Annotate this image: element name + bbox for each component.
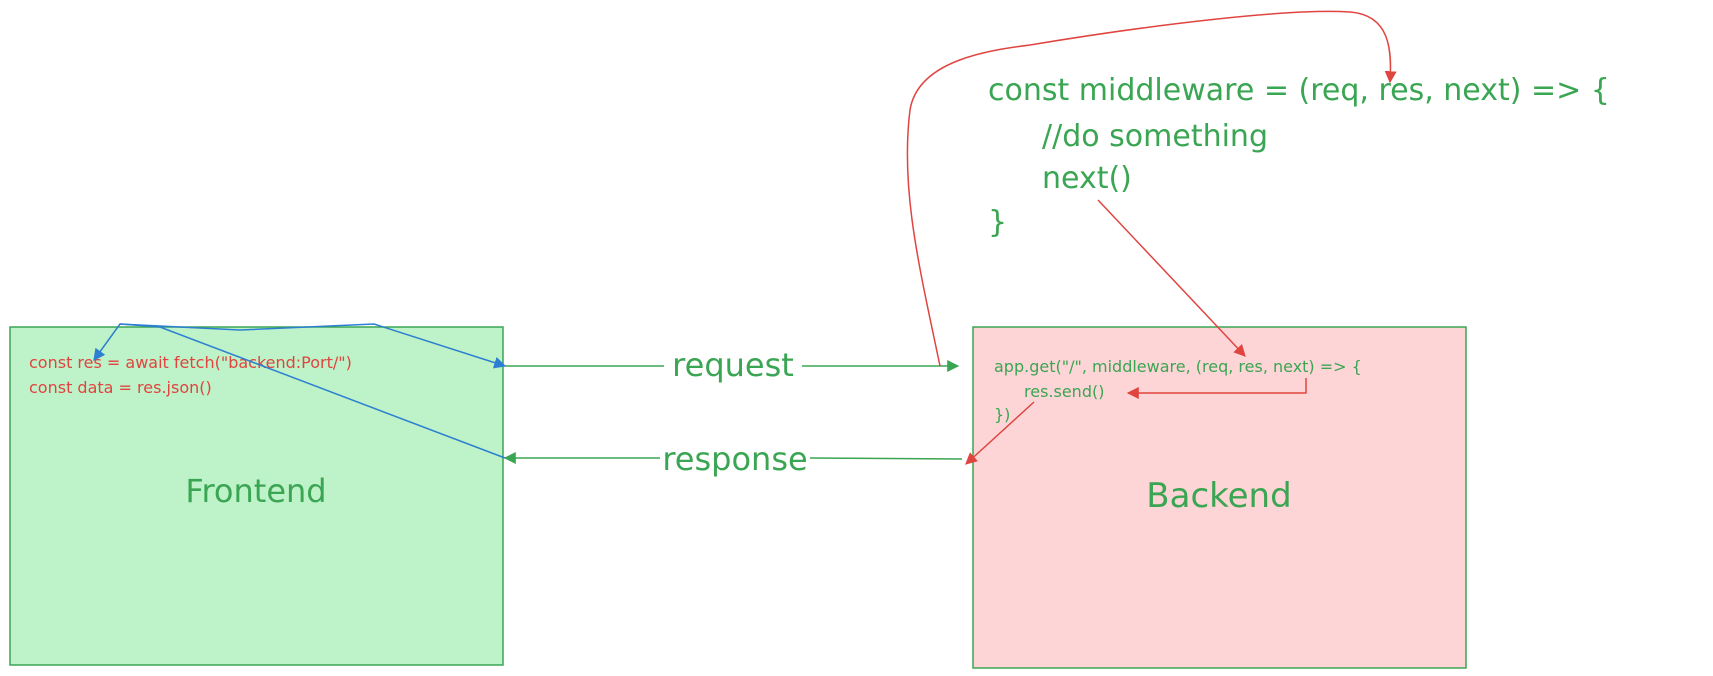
red-response-arrow (965, 401, 1035, 465)
frontend-box (9, 326, 504, 666)
backend-box (972, 326, 1467, 669)
frontend-label: Frontend (185, 472, 326, 510)
response-label: response (662, 440, 807, 478)
backend-label: Backend (1146, 476, 1291, 516)
middleware-code-line-2: //do something (1042, 119, 1268, 154)
middleware-code-line-4: } (988, 205, 1007, 240)
response-arrow-right (809, 457, 963, 460)
backend-code-line-1: app.get("/", middleware, (req, res, next… (994, 357, 1362, 376)
red-res-send-arrow (1126, 378, 1307, 399)
backend-code-line-3: }) (994, 405, 1010, 424)
middleware-code-line-3: next() (1042, 161, 1132, 196)
request-label: request (672, 346, 794, 384)
red-next-arrow (1097, 199, 1246, 357)
red-middleware-call-arrow (906, 10, 1397, 367)
frontend-code-line-1: const res = await fetch("backend:Port/") (29, 353, 352, 372)
middleware-code-line-1: const middleware = (req, res, next) => { (988, 73, 1610, 108)
backend-code-line-2: res.send() (1024, 382, 1104, 401)
blue-flow-arrow-2 (119, 323, 507, 369)
frontend-code-line-2: const data = res.json() (29, 378, 212, 397)
